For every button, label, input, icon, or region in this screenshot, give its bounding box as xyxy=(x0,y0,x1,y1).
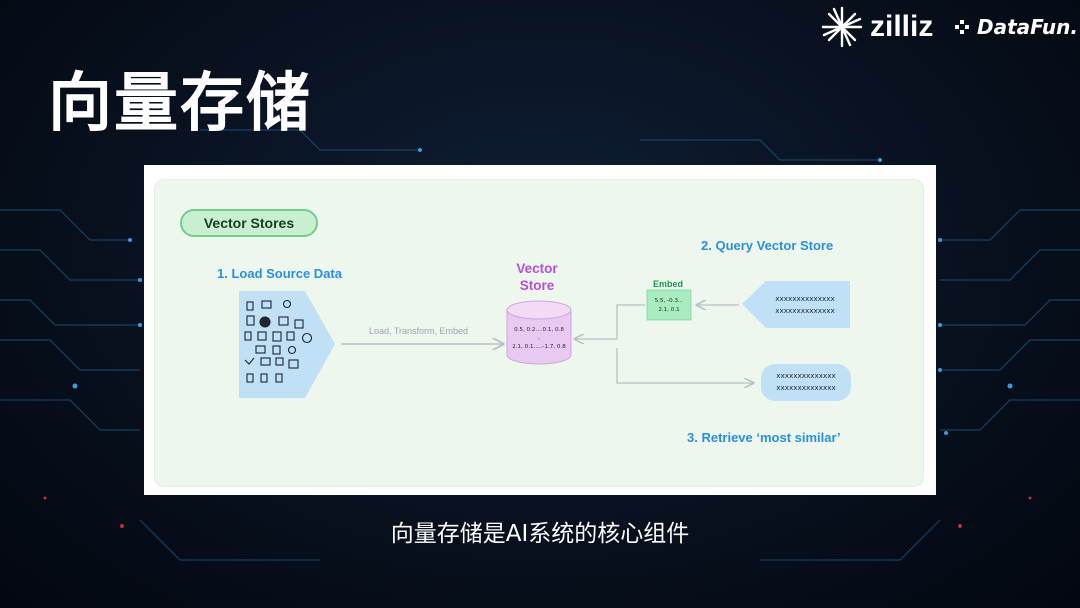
db-values-line3: 2.1, 0.1.....-1.7, 0.8 xyxy=(512,344,566,351)
zilliz-star-icon xyxy=(821,6,863,48)
step-1-label: 1. Load Source Data xyxy=(217,266,342,281)
diagram-canvas: Vector Stores 1. Load Source Data 2. Que… xyxy=(154,179,924,487)
datafun-logo: DataFun. xyxy=(955,14,1078,40)
slide-caption: 向量存储是AI系统的核心组件 xyxy=(390,521,690,547)
step-2-label: 2. Query Vector Store xyxy=(701,238,834,253)
db-values-line1: 0.5, 0.2....0.1, 0.8 xyxy=(514,327,564,333)
result-text: xxxxxxxxxxxxxx xxxxxxxxxxxxxx xyxy=(761,370,851,394)
embed-vector-line1: 5.5, -0.3... xyxy=(654,298,684,304)
result-text-line1: xxxxxxxxxxxxxx xyxy=(776,371,836,380)
embed-vector-line2: 2.1, 0.1 xyxy=(658,306,680,313)
datafun-mark-icon xyxy=(955,20,969,34)
embed-vector: 5.5, -0.3... 2.1, 0.1 xyxy=(647,297,691,314)
query-text-line2: xxxxxxxxxxxxxx xyxy=(775,306,835,315)
vector-store-title-line1: Vector xyxy=(516,261,558,276)
db-to-result-arrow xyxy=(616,348,753,383)
pipeline-label: Load, Transform, Embed xyxy=(369,326,469,336)
diagram-panel: Vector Stores 1. Load Source Data 2. Que… xyxy=(144,165,936,495)
result-text-line2: xxxxxxxxxxxxxx xyxy=(776,383,836,392)
vector-store-title-line2: Store xyxy=(519,278,555,293)
zilliz-wordmark: zilliz xyxy=(870,10,934,43)
query-shape xyxy=(742,281,850,328)
db-values: 0.5, 0.2....0.1, 0.8 : 2.1, 0.1.....-1.7… xyxy=(507,326,571,352)
embed-box xyxy=(646,289,692,321)
step-3-label: 3. Retrieve ‘most similar’ xyxy=(687,430,841,445)
result-box xyxy=(761,364,851,401)
zilliz-logo: zilliz xyxy=(820,4,933,50)
vector-store-title: Vector Store xyxy=(502,260,572,294)
db-values-line2: : xyxy=(538,335,540,342)
query-text: xxxxxxxxxxxxxx xxxxxxxxxxxxxx xyxy=(760,293,850,317)
vector-stores-chip: Vector Stores xyxy=(180,209,318,237)
embed-label: Embed xyxy=(653,279,684,289)
query-text-line1: xxxxxxxxxxxxxx xyxy=(775,294,835,303)
vector-db-cylinder xyxy=(506,300,572,365)
slide-title: 向量存储 xyxy=(48,67,312,141)
source-icons xyxy=(244,299,313,383)
datafun-wordmark: DataFun. xyxy=(977,15,1078,39)
embed-to-db-arrow xyxy=(575,304,645,339)
diagram-shapes xyxy=(239,281,851,401)
